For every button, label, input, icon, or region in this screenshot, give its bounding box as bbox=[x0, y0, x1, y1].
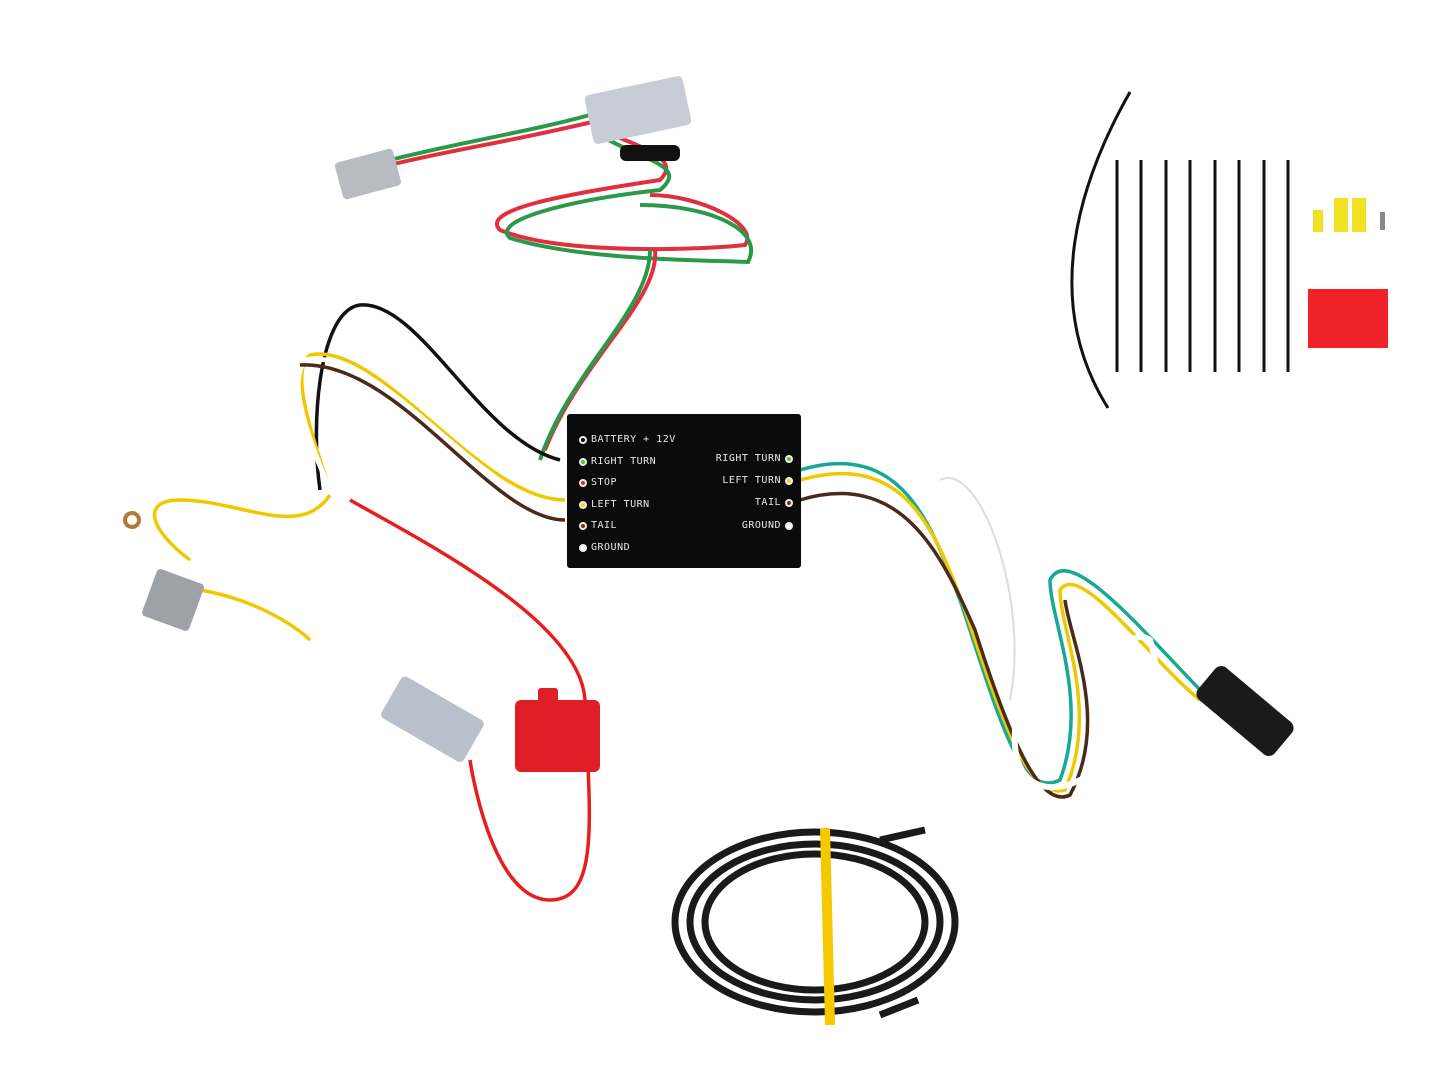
battery-dot-icon bbox=[579, 435, 587, 444]
white-dot-icon bbox=[579, 543, 587, 552]
white-dot-icon bbox=[785, 521, 793, 530]
small-hardware bbox=[1308, 198, 1388, 348]
four-pin-connector bbox=[1196, 666, 1294, 756]
label-text: TAIL bbox=[591, 520, 618, 531]
fuse-holder bbox=[515, 688, 600, 772]
label-text: RIGHT TURN bbox=[715, 453, 781, 464]
input-label-battery: BATTERY + 12V bbox=[579, 434, 676, 445]
left-harness bbox=[144, 303, 592, 902]
yellow-dot-icon bbox=[785, 476, 793, 485]
brown-dot-icon bbox=[785, 498, 793, 507]
label-text: TAIL bbox=[754, 497, 781, 508]
converter-module: BATTERY + 12V RIGHT TURN STOP LEFT TURN … bbox=[567, 414, 801, 568]
black-wire-coil bbox=[671, 826, 959, 1026]
label-text: RIGHT TURN bbox=[591, 456, 657, 467]
input-label-left-turn: LEFT TURN bbox=[579, 499, 650, 510]
label-text: BATTERY + 12V bbox=[591, 434, 676, 445]
label-text: LEFT TURN bbox=[591, 499, 650, 510]
label-text: GROUND bbox=[591, 542, 631, 553]
input-label-stop: STOP bbox=[579, 477, 617, 488]
input-label-right-turn: RIGHT TURN bbox=[579, 456, 656, 467]
yellow-dot-icon bbox=[579, 500, 587, 509]
label-text: STOP bbox=[591, 477, 618, 488]
top-connectors bbox=[335, 76, 692, 200]
left-connectors bbox=[123, 511, 484, 762]
output-label-tail: TAIL bbox=[755, 497, 793, 508]
brown-dot-icon bbox=[579, 521, 587, 530]
input-label-ground: GROUND bbox=[579, 542, 630, 553]
output-label-ground: GROUND bbox=[742, 520, 793, 531]
input-label-tail: TAIL bbox=[579, 520, 617, 531]
red-dot-icon bbox=[579, 478, 587, 487]
output-label-right-turn: RIGHT TURN bbox=[716, 453, 793, 464]
label-text: LEFT TURN bbox=[722, 475, 781, 486]
top-harness bbox=[389, 110, 753, 461]
green-dot-icon bbox=[579, 457, 587, 466]
label-text: GROUND bbox=[741, 520, 781, 531]
green-dot-icon bbox=[785, 454, 793, 463]
right-harness bbox=[799, 462, 1212, 799]
zip-ties bbox=[1070, 91, 1290, 409]
output-label-left-turn: LEFT TURN bbox=[722, 475, 793, 486]
